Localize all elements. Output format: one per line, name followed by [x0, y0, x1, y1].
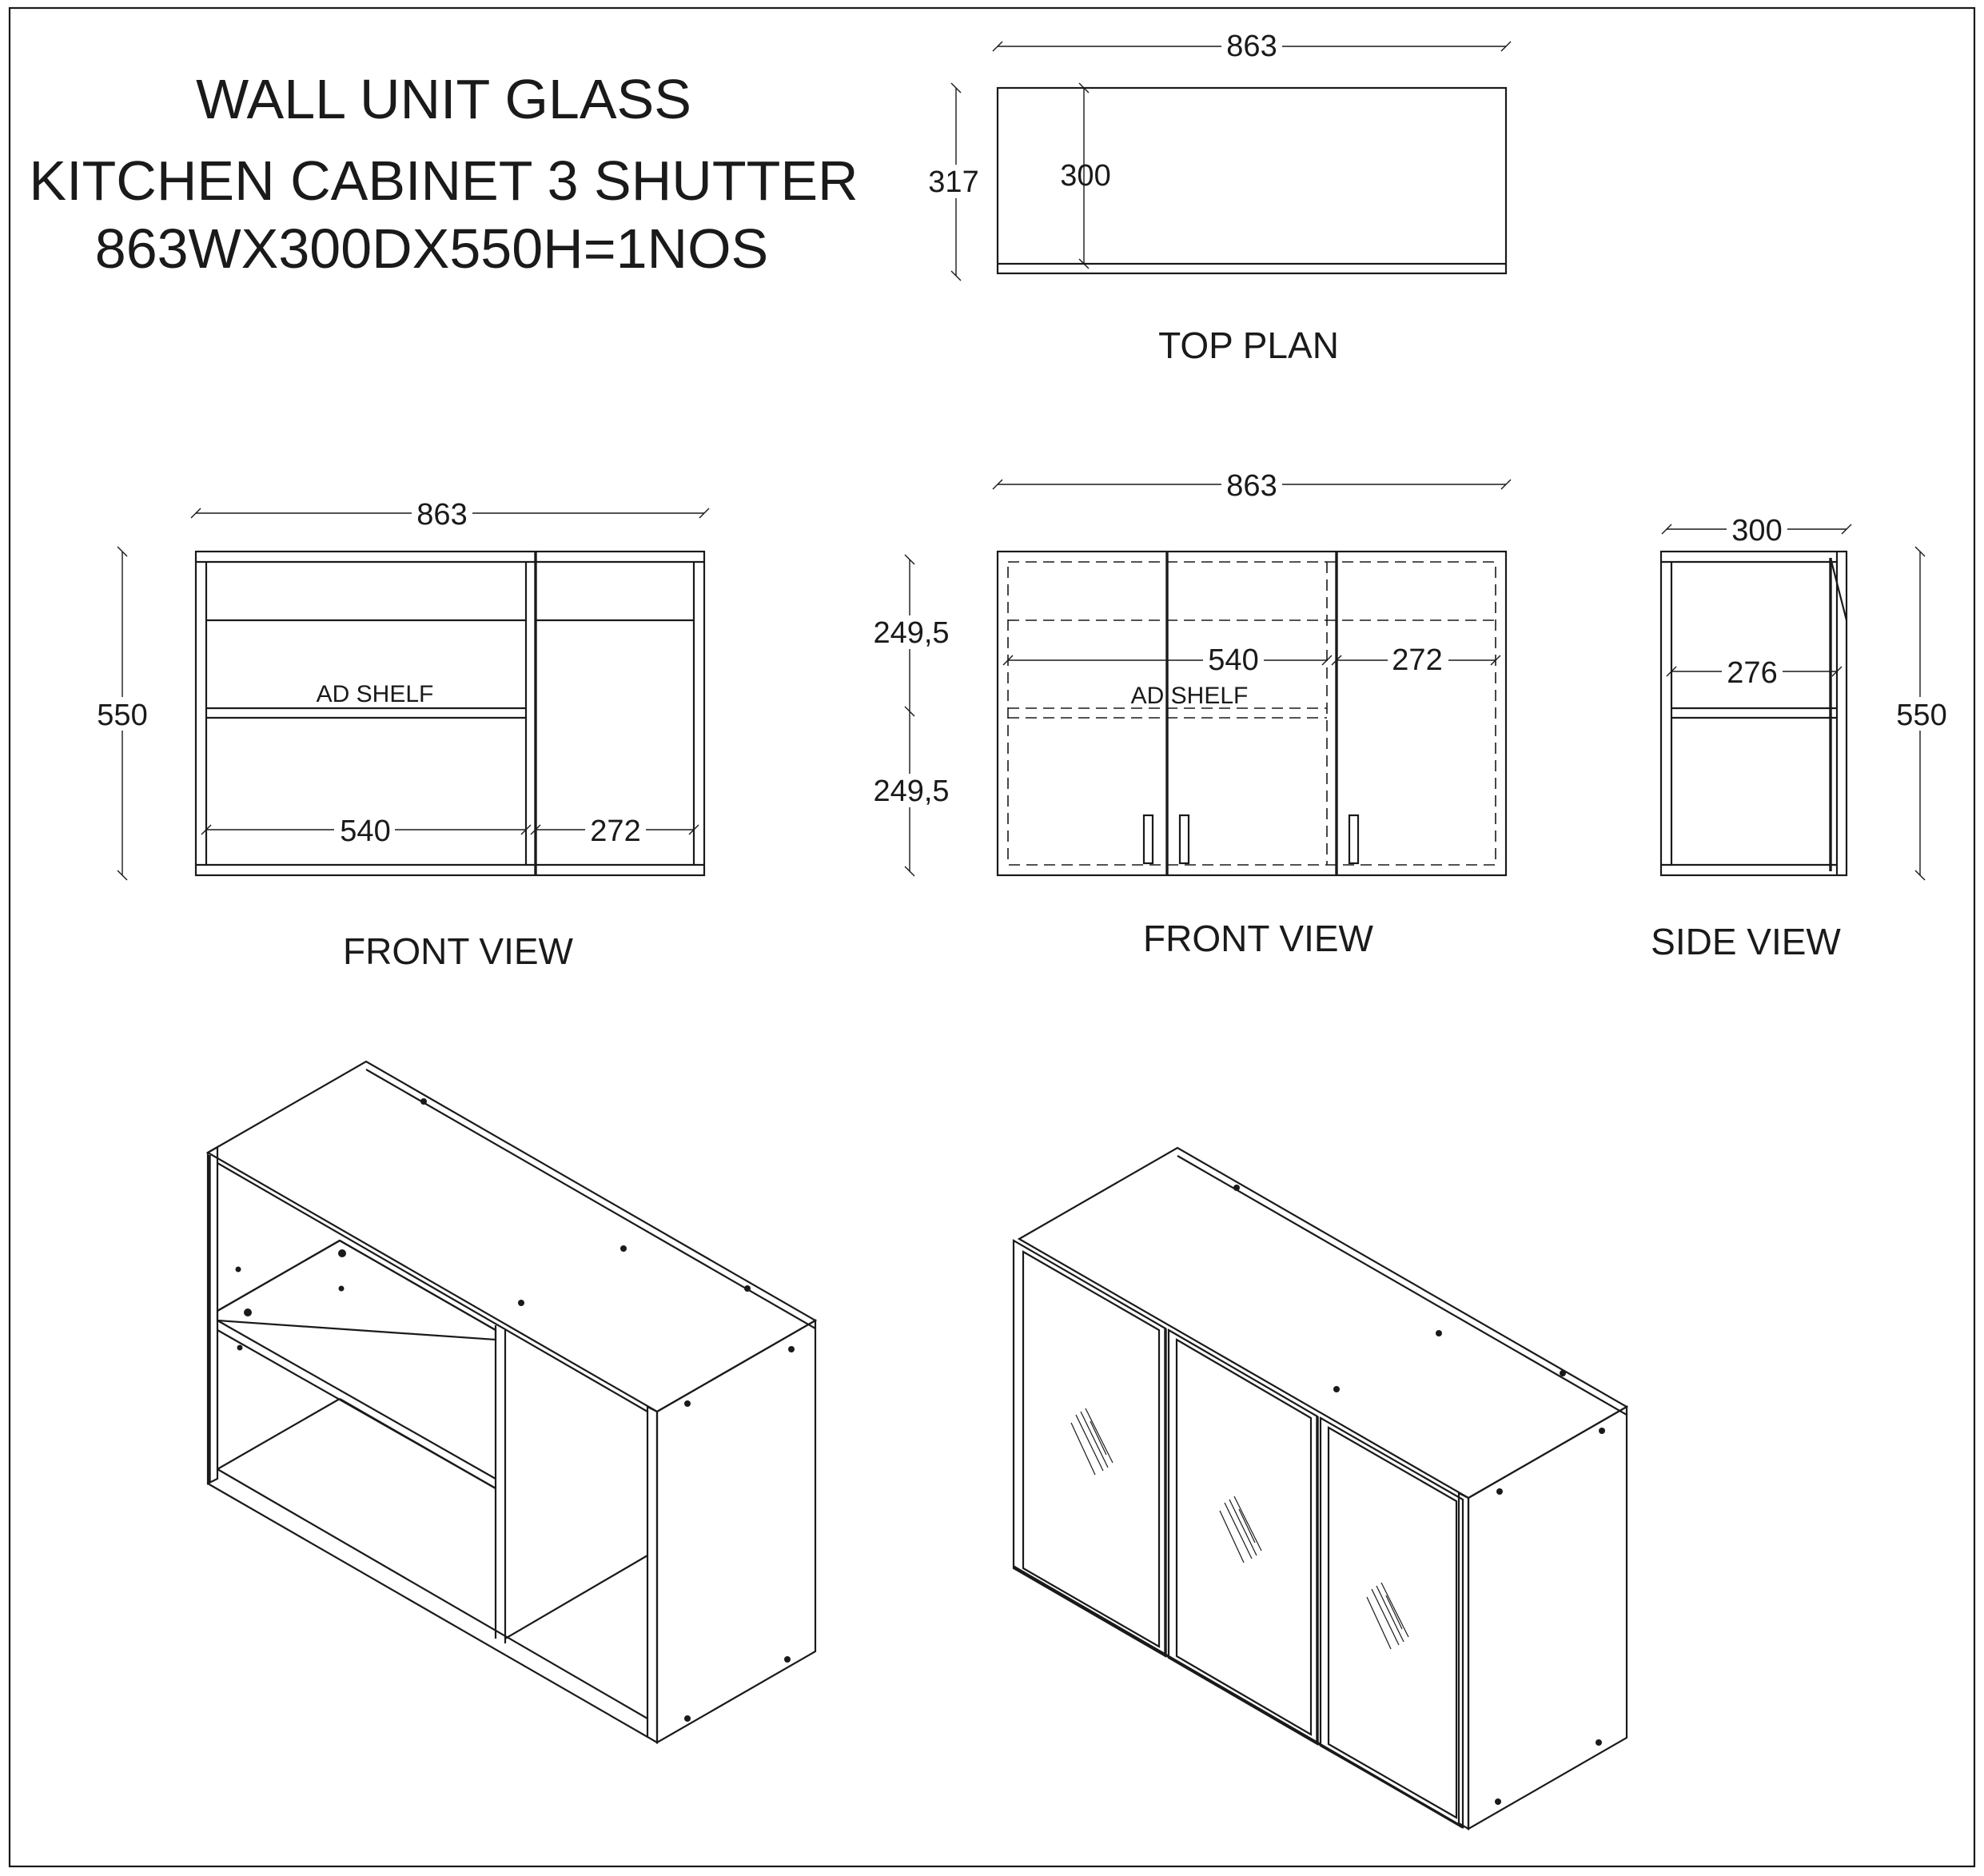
- front-open-label: FRONT VIEW: [343, 930, 574, 972]
- title-line-3: 863WX300DX550H=1NOS: [95, 217, 768, 280]
- isometric-with-shutters: [1012, 1146, 1629, 1830]
- handle-1: [1142, 814, 1154, 865]
- side-view-label: SIDE VIEW: [1651, 921, 1841, 962]
- front-open-shelf-note: AD SHELF: [317, 681, 434, 707]
- front-shutter-shelf-note: AD SHELF: [1131, 683, 1249, 709]
- carcass-outline: [194, 550, 706, 877]
- front-shutter-lower-dim: 249,5: [873, 775, 949, 808]
- front-view-open: 863 550 AD SHELF 540 272 FRONT VIEW: [93, 496, 710, 972]
- side-view: 300 276 550 SIDE VIEW: [1651, 512, 1950, 962]
- front-shutter-upper-dim: 249,5: [873, 616, 949, 650]
- sheet-border: [8, 6, 1976, 1868]
- top-plan-view: 863 317 300 TOP PLAN: [926, 29, 1512, 366]
- front-shutter-right-bay-dim: 272: [1392, 643, 1442, 677]
- front-open-height-dim: 550: [97, 699, 147, 732]
- handle-3: [1348, 814, 1360, 865]
- front-open-left-bay-dim: 540: [340, 815, 390, 848]
- side-depth-dim: 300: [1731, 514, 1782, 548]
- front-open-width-dim: 863: [416, 498, 467, 532]
- title-line-2: KITCHEN CABINET 3 SHUTTER: [29, 149, 858, 212]
- side-outline: [1659, 550, 1848, 877]
- side-inner-depth-dim: 276: [1727, 656, 1777, 690]
- top-plan-label: TOP PLAN: [1158, 325, 1339, 366]
- front-shutter-label: FRONT VIEW: [1143, 918, 1374, 959]
- front-shutter-left-bay-dim: 540: [1208, 643, 1258, 677]
- top-plan-outline: [996, 86, 1508, 275]
- top-plan-width-dim: 863: [1226, 30, 1277, 63]
- front-view-shutters: 863 249,5 249,5 540 272 AD SHELF FRONT V…: [865, 467, 1512, 959]
- title-line-1: WALL UNIT GLASS: [196, 68, 691, 130]
- handle-2: [1178, 814, 1190, 865]
- isometric-open-carcass: [205, 1060, 818, 1744]
- top-plan-depth-inner-dim: 300: [1060, 159, 1110, 193]
- front-open-right-bay-dim: 272: [590, 815, 640, 848]
- shutter-outline: [996, 550, 1508, 877]
- top-plan-depth-outer-dim: 317: [928, 165, 978, 199]
- side-height-dim: 550: [1896, 699, 1946, 732]
- front-shutter-width-dim: 863: [1226, 469, 1277, 503]
